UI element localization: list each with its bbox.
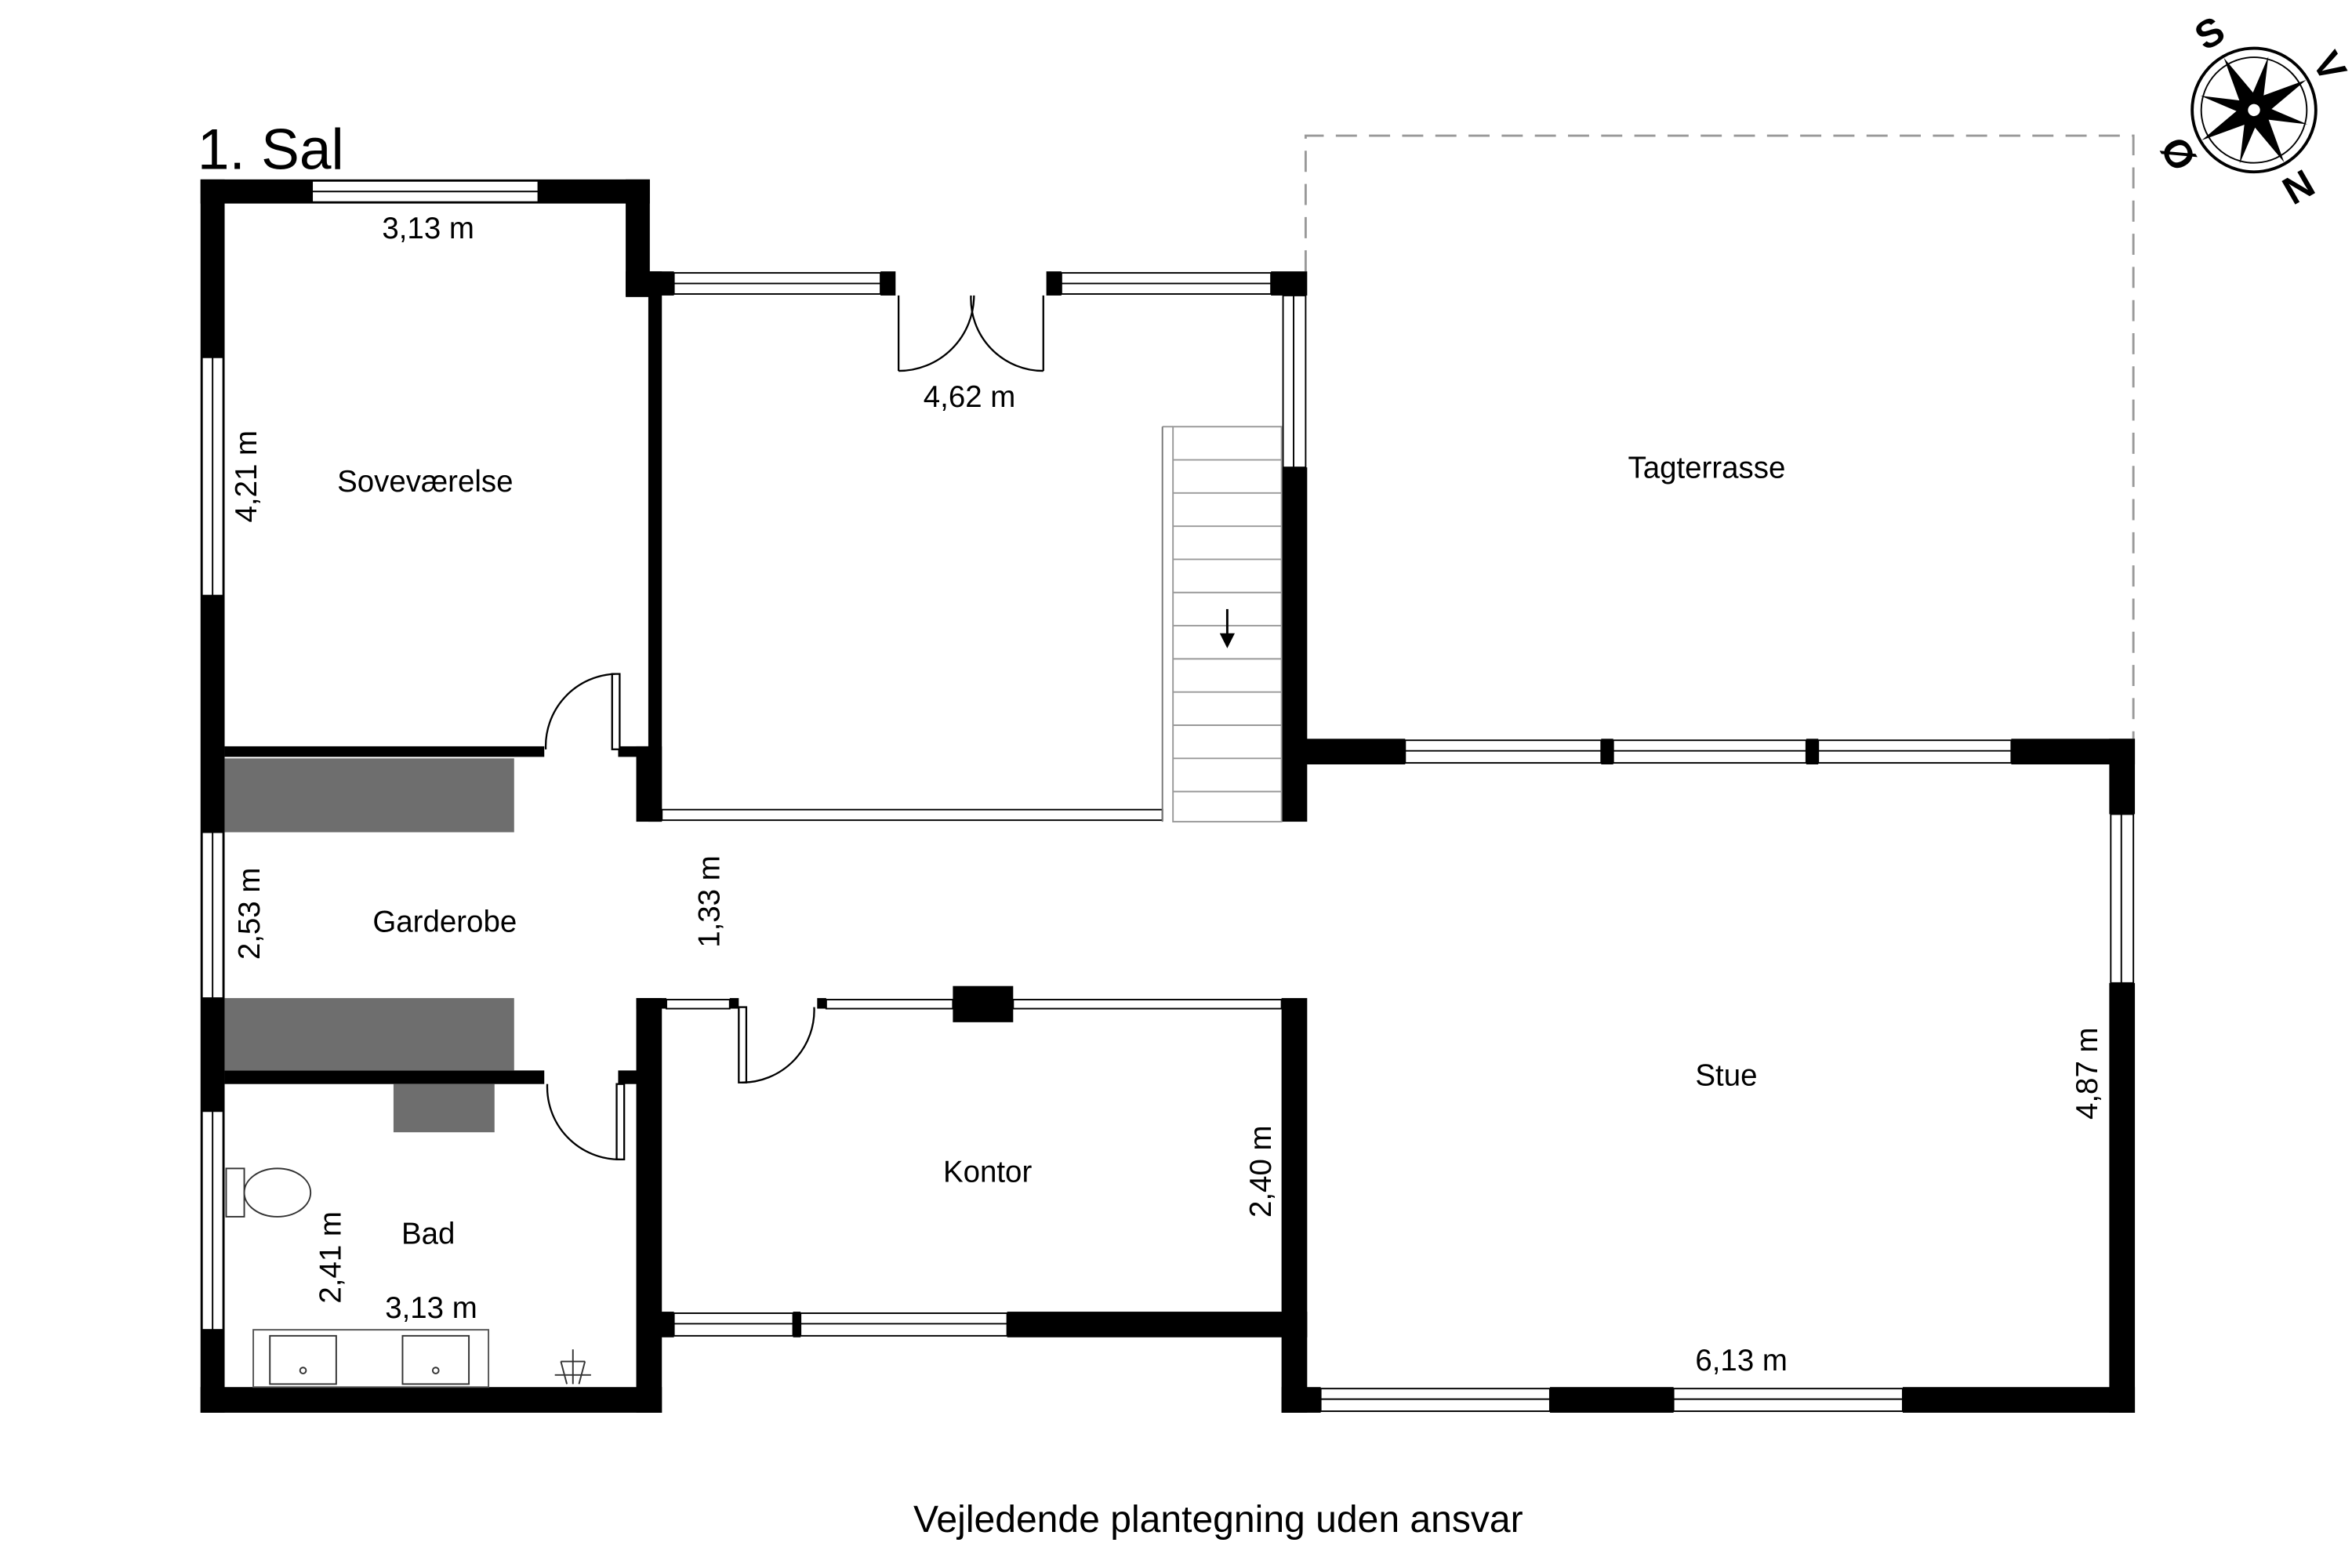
floor-label: 1. Sal [198, 118, 344, 181]
sink-right-icon [401, 1334, 470, 1385]
dim-living-width: 6,13 m [1695, 1344, 1788, 1377]
room-label-bath: Bad [401, 1218, 455, 1251]
dim-hall-width: 4,62 m [924, 380, 1016, 414]
dim-bedroom-width: 3,13 m [382, 212, 474, 245]
compass-s: S [2187, 8, 2232, 59]
dim-bath-width: 3,13 m [385, 1291, 477, 1325]
dim-corridor-width: 1,33 m [692, 855, 726, 948]
dim-bedroom-depth: 4,21 m [230, 430, 263, 523]
bath-cabinet [393, 1083, 495, 1133]
room-label-office: Kontor [943, 1156, 1032, 1189]
sink-left-icon [269, 1334, 337, 1385]
dim-living-depth: 4,87 m [2071, 1027, 2104, 1120]
disclaimer-text: Vejledende plantegning uden ansvar [913, 1498, 1523, 1541]
windows [201, 180, 2135, 1412]
compass-v: V [2304, 44, 2352, 89]
compass-rose-icon: S N V Ø [2152, 8, 2352, 213]
compass-n: N [2275, 161, 2321, 213]
dim-bath-depth: 2,41 m [314, 1211, 348, 1304]
room-label-living: Stue [1695, 1059, 1757, 1093]
floor-drain-icon [554, 1349, 591, 1385]
room-label-wardrobe: Garderobe [372, 905, 517, 938]
wardrobe-cabinet-top [224, 758, 514, 833]
staircase [1161, 426, 1283, 823]
dim-office-depth: 2,40 m [1244, 1125, 1278, 1218]
stair-direction-arrow-icon [1219, 608, 1235, 648]
dim-wardrobe-depth: 2,53 m [233, 868, 267, 960]
doors [544, 295, 1044, 1161]
room-label-bedroom: Soveværelse [337, 465, 513, 499]
roof-terrace-outline [1304, 134, 2135, 739]
room-label-roof-terrace: Tagterrasse [1628, 452, 1785, 485]
wardrobe-cabinet-bottom [224, 998, 514, 1071]
toilet-icon [225, 1167, 312, 1218]
